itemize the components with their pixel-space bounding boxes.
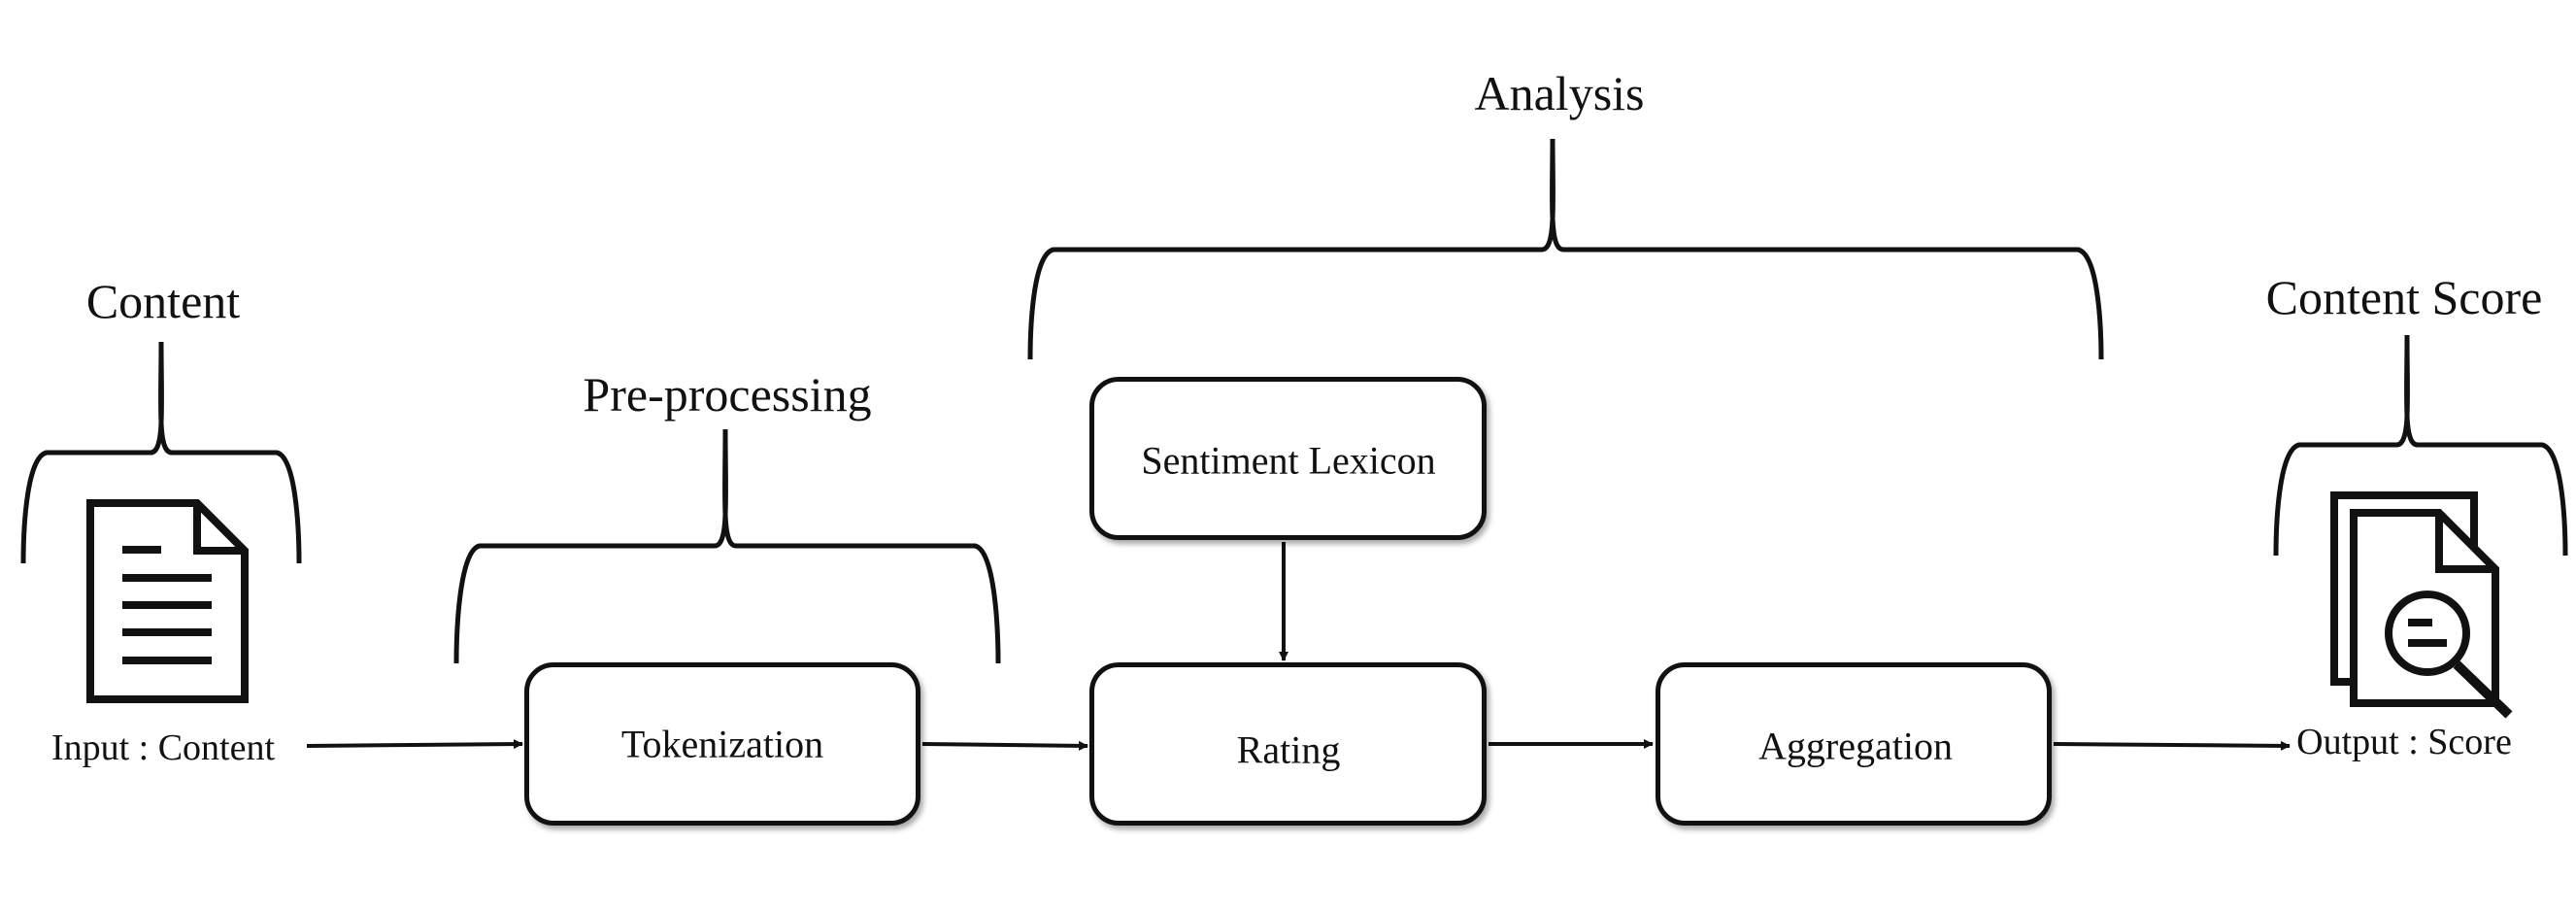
sentiment-lexicon-label: Sentiment Lexicon: [1141, 438, 1436, 483]
group-label-analysis: Analysis: [1474, 66, 1645, 120]
tokenization-label: Tokenization: [620, 722, 824, 766]
arrow-aggregation-to-output: [2053, 740, 2291, 751]
preprocessing-brace: [453, 428, 1001, 664]
aggregation-label: Aggregation: [1758, 724, 1953, 768]
document-search-icon: [2330, 491, 2513, 719]
content-brace: [20, 341, 302, 564]
document-icon: [86, 499, 249, 703]
arrow-input-to-tokenization: [306, 739, 523, 750]
content-score-brace: [2273, 334, 2568, 557]
rating-label: Rating: [1236, 727, 1341, 772]
tokenization-box: [524, 662, 920, 826]
sentiment-lexicon-box: [1089, 377, 1487, 540]
output-label: Output : Score: [2296, 722, 2512, 762]
group-label-preprocessing: Pre-processing: [583, 367, 872, 422]
rating-box: [1089, 662, 1487, 826]
input-label: Input : Content: [50, 727, 276, 768]
group-label-content: Content: [85, 274, 241, 328]
analysis-brace: [1027, 138, 2104, 360]
arrow-tokenization-to-rating: [921, 740, 1088, 751]
aggregation-box: [1656, 662, 2052, 826]
group-label-content-score: Content Score: [2265, 270, 2543, 324]
